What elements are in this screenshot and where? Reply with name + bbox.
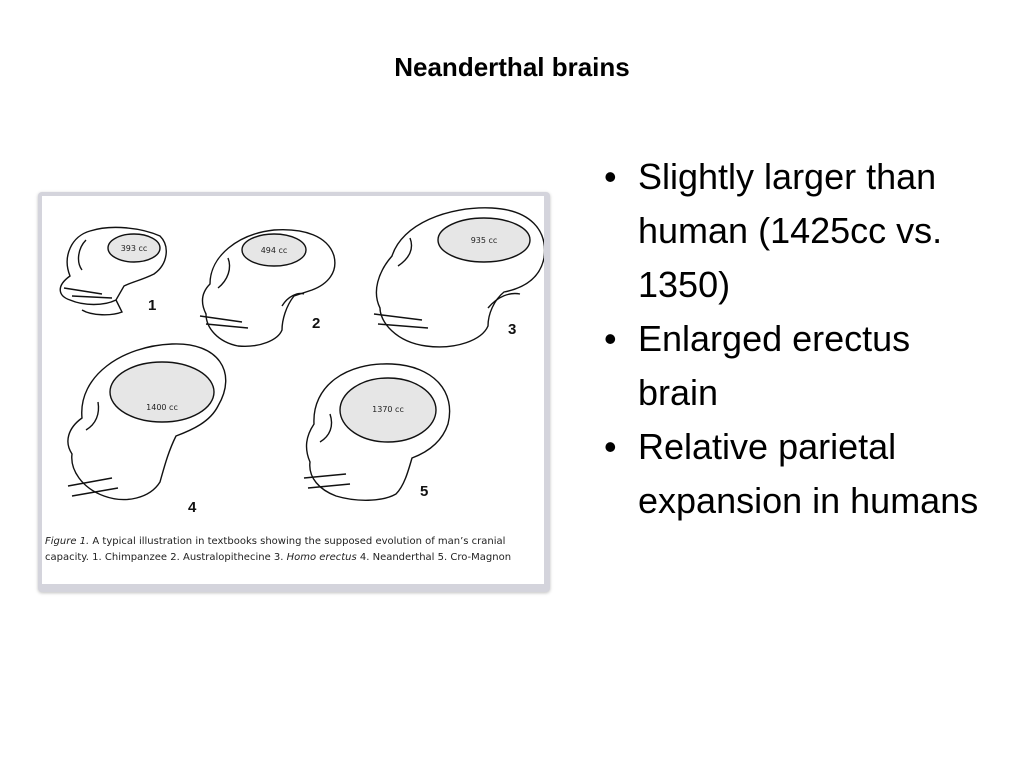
bullet-item: • Relative parietal expansion in humans <box>598 420 998 528</box>
bullet-item: • Enlarged erectus brain <box>598 312 998 420</box>
skull-3-homo-erectus <box>373 207 544 348</box>
skull-2-australopithecine <box>199 229 336 347</box>
bullet-list: • Slightly larger than human (1425cc vs. … <box>598 150 998 528</box>
skull-1-capacity: 393 cc <box>121 244 148 253</box>
skull-illustration: 393 cc 494 cc 935 cc 1400 cc 1370 cc 1 2… <box>59 207 544 516</box>
caption-italic: Homo erectus <box>286 552 357 563</box>
skull-5-cro-magnon <box>303 363 451 501</box>
caption-label: Figure 1. <box>45 536 90 547</box>
skull-3-capacity: 935 cc <box>471 236 498 245</box>
skull-3-number: 3 <box>508 321 516 338</box>
bullet-marker: • <box>604 426 617 467</box>
bullet-text: Enlarged erectus brain <box>638 318 911 413</box>
bullet-text: Relative parietal expansion in humans <box>638 426 979 521</box>
slide-title: Neanderthal brains <box>394 52 630 82</box>
skull-2-capacity: 494 cc <box>261 246 288 255</box>
bullet-marker: • <box>604 156 617 197</box>
skull-4-number: 4 <box>188 499 197 516</box>
bullet-marker: • <box>604 318 617 359</box>
skull-1-number: 1 <box>148 297 156 314</box>
caption-text-1: A typical illustration in textbooks show… <box>45 536 506 563</box>
skull-1-chimpanzee <box>59 226 167 316</box>
skull-5-number: 5 <box>420 483 428 500</box>
figure-panel: 393 cc 494 cc 935 cc 1400 cc 1370 cc 1 2… <box>42 196 544 584</box>
caption-text-2: 4. Neanderthal 5. Cro-Magnon <box>356 552 512 563</box>
skull-2-number: 2 <box>312 315 320 332</box>
skull-5-capacity: 1370 cc <box>372 405 404 414</box>
skull-4-neanderthal <box>67 343 227 501</box>
skull-4-capacity: 1400 cc <box>146 403 178 412</box>
bullet-item: • Slightly larger than human (1425cc vs. … <box>598 150 998 312</box>
figure-caption: Figure 1. A typical illustration in text… <box>45 534 545 566</box>
bullet-text: Slightly larger than human (1425cc vs. 1… <box>638 156 943 305</box>
figure-frame: 393 cc 494 cc 935 cc 1400 cc 1370 cc 1 2… <box>38 192 550 592</box>
